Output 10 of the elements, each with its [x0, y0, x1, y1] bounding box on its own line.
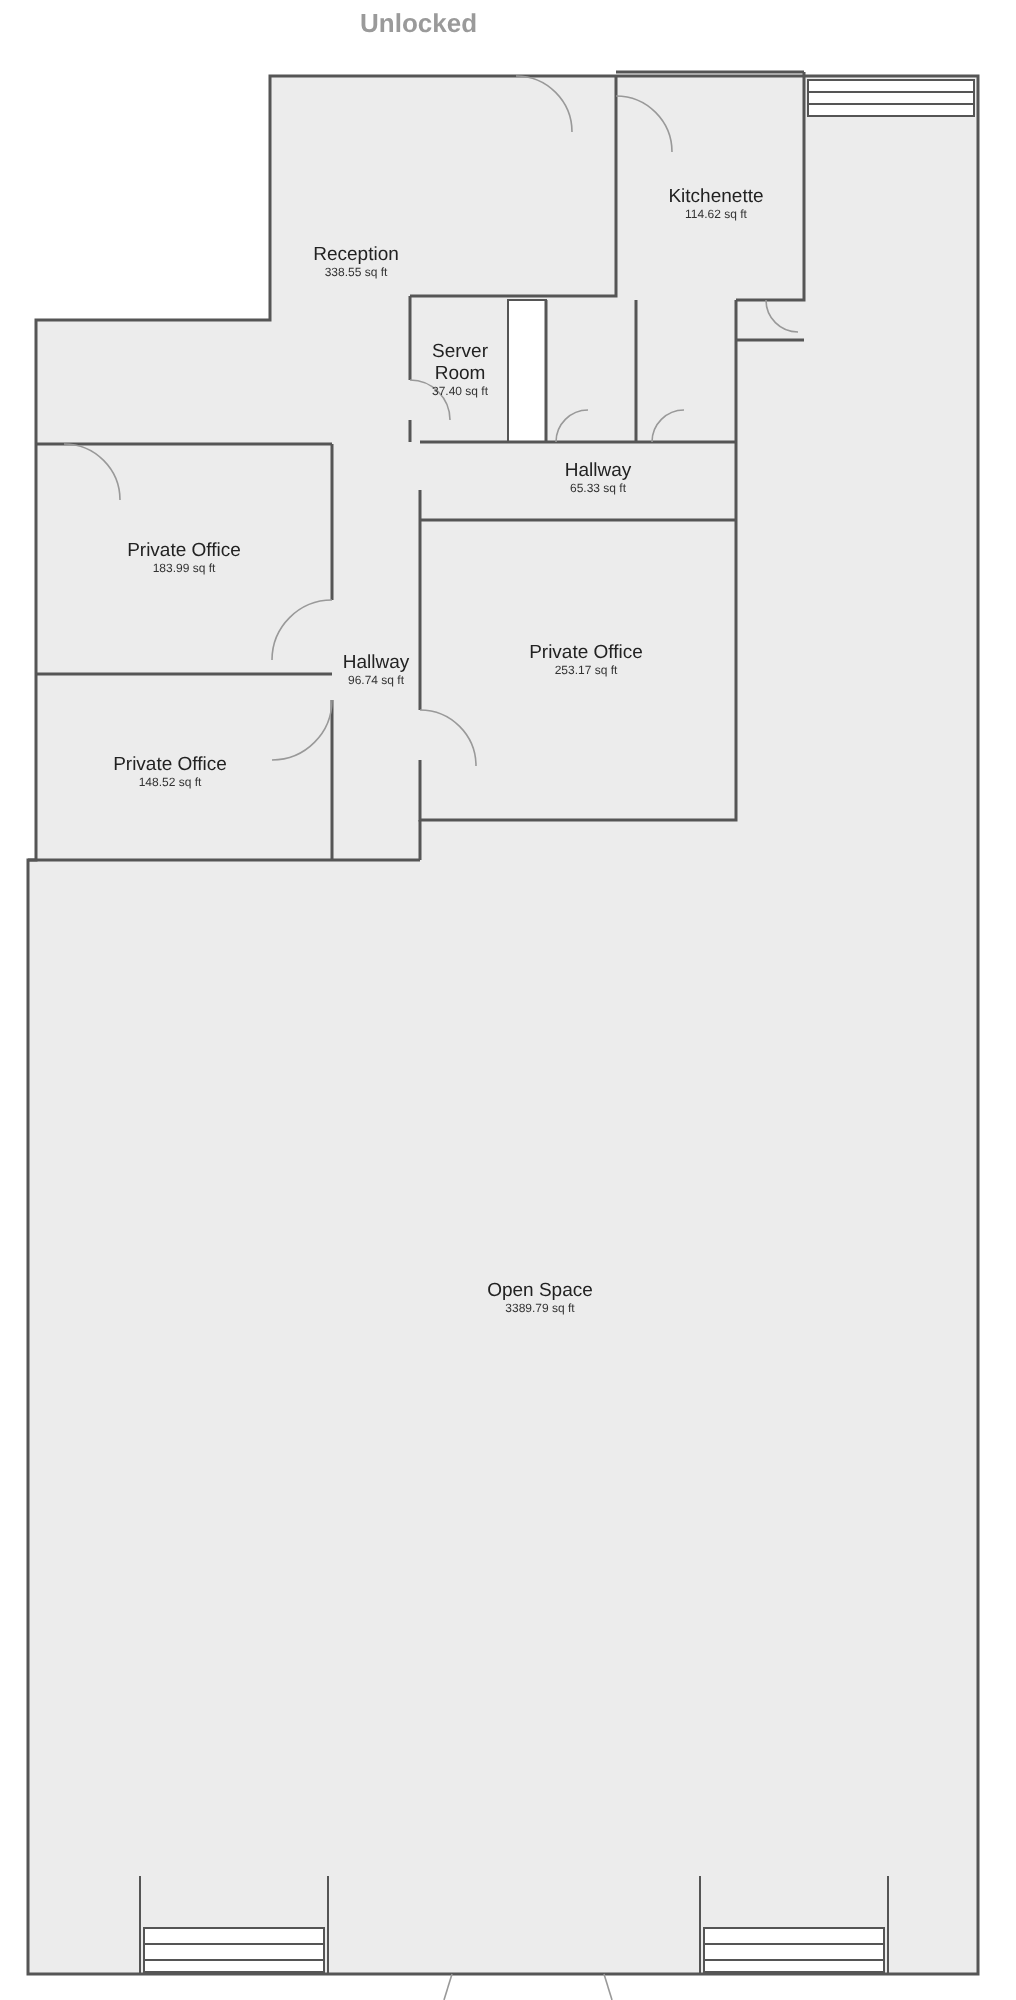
room-name: Hallway [564, 460, 632, 482]
status-label: Unlocked [360, 6, 478, 42]
room-name: Private Office [127, 540, 241, 562]
room-name: Server Room [430, 341, 490, 385]
room-name: Reception [313, 244, 399, 266]
room-name: Private Office [529, 642, 643, 664]
room-name: Hallway [342, 652, 410, 674]
room-name: Kitchenette [668, 186, 764, 208]
room-name: Private Office [113, 754, 227, 776]
room-name: Open Space [487, 1280, 593, 1302]
